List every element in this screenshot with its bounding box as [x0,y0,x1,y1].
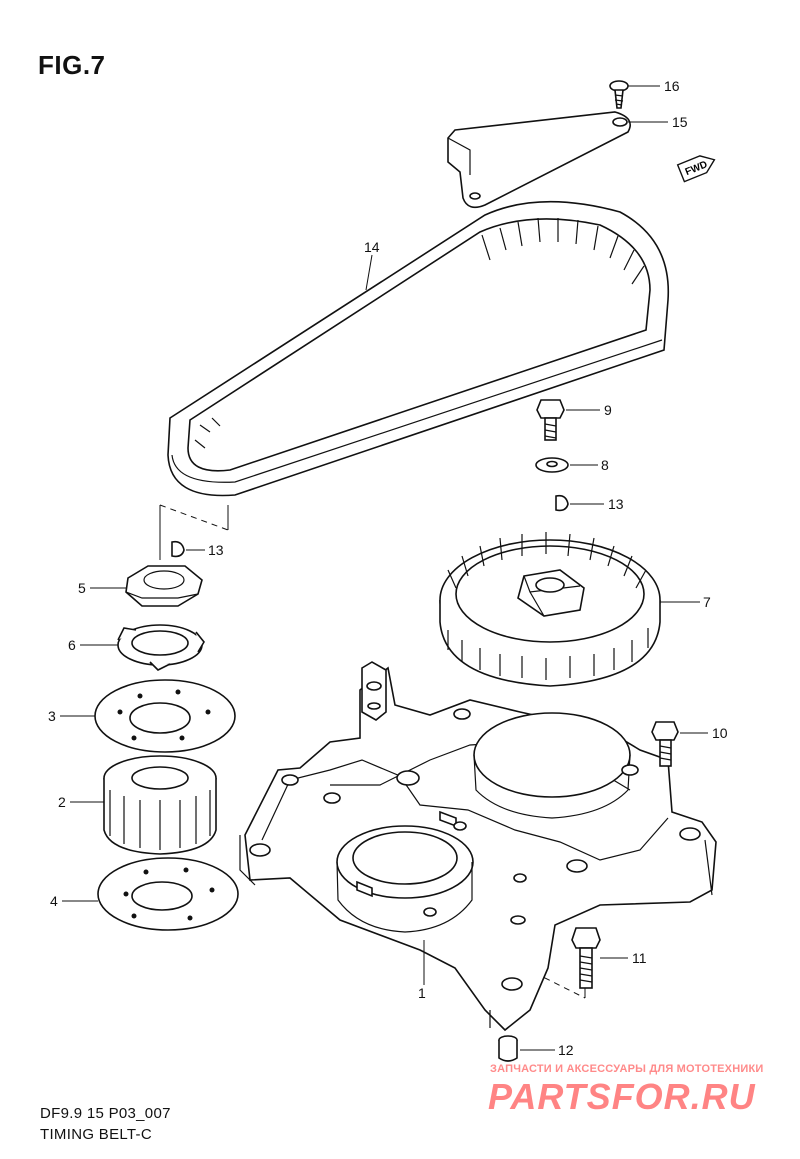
callout-10: 10 [712,725,728,741]
callout-6: 6 [68,637,76,653]
part-2-crankshaft-sprocket [103,755,217,855]
figure-title: FIG.7 [38,50,106,80]
callout-16: 16 [664,78,680,94]
part-1-housing [239,661,717,1032]
diagram-caption: TIMING BELT-C [40,1126,152,1143]
watermark-brand: PARTSFOR.RU [488,1076,756,1117]
part-12-dowel-pin [498,1035,518,1062]
part-4-guide-plate [97,857,239,931]
callout-13-upper: 13 [608,496,624,512]
part-7-camshaft-pulley [439,532,661,687]
part-15-bracket [447,111,631,209]
part-14-timing-belt [167,200,670,497]
callout-8: 8 [601,457,609,473]
callout-4: 4 [50,893,58,909]
callout-3: 3 [48,708,56,724]
callout-12: 12 [558,1042,574,1058]
part-8-washer [535,457,569,473]
callout-2: 2 [58,794,66,810]
callout-13-lower: 13 [208,542,224,558]
part-16-screw [609,80,629,109]
part-3-guide-plate [94,679,236,753]
fwd-direction-badge: FWD [676,155,716,183]
callout-labels: 16 15 14 9 8 13 13 5 6 7 3 10 2 4 11 1 1… [48,78,728,1058]
callout-9: 9 [604,402,612,418]
callout-11: 11 [632,950,647,966]
part-10-bolt [651,721,679,767]
callout-1: 1 [418,985,426,1001]
part-5-nut [125,565,203,607]
callout-15: 15 [672,114,688,130]
part-9-bolt [536,399,565,441]
callout-leaders [60,85,708,1051]
callout-7: 7 [703,594,711,610]
callout-14: 14 [364,239,380,255]
part-13-key-lower [171,540,185,558]
callout-5: 5 [78,580,86,596]
part-11-bolt [571,927,601,989]
part-13-key-upper [555,494,569,512]
diagram-code: DF9.9 15 P03_007 [40,1105,171,1122]
part-6-lock-washer [117,624,205,671]
watermark-tagline: ЗАПЧАСТИ И АКСЕССУАРЫ ДЛЯ МОТОТЕХНИКИ [490,1063,764,1075]
